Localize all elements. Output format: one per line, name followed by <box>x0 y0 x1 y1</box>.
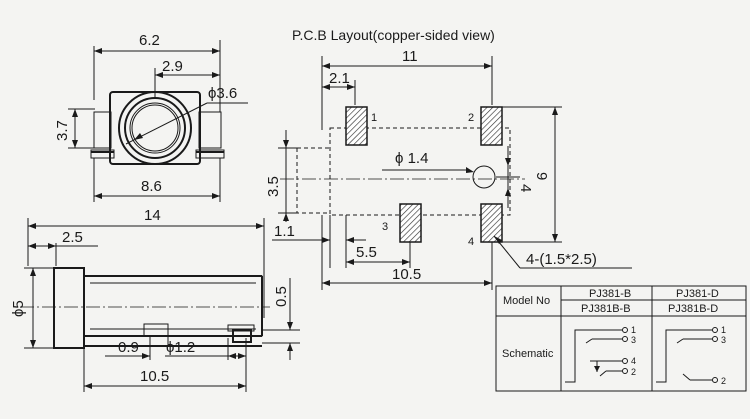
s-pin-4: 4 <box>631 356 636 366</box>
dim-8-6: 8.6 <box>141 178 162 195</box>
model-table: Model No PJ381-B PJ381B-B PJ381-D PJ381B… <box>495 285 747 392</box>
s-pin-2: 2 <box>631 367 636 377</box>
dim-5-5: 5.5 <box>356 244 377 261</box>
dim-6-2: 6.2 <box>139 32 160 49</box>
table-schematic-label: Schematic <box>502 348 554 360</box>
schematic-d: 1 3 2 <box>656 325 726 386</box>
dim-hole: ϕ 1.4 <box>395 150 428 167</box>
dim-0-9: 0.9 <box>118 339 139 356</box>
side-view: 14 2.5 ϕ5 0. <box>10 207 300 392</box>
table-col1-bottom: PJ381B-B <box>581 303 631 315</box>
pin-label-4: 4 <box>468 236 474 248</box>
pin-label-2: 2 <box>468 112 474 124</box>
d-pin-2: 2 <box>721 376 726 386</box>
dim-dia-3-6: ϕ3.6 <box>208 85 237 102</box>
s-pin-3: 3 <box>631 335 636 345</box>
dim-pad-size: 4-(1.5*2.5) <box>526 251 597 268</box>
dim-1-1: 1.1 <box>274 223 295 240</box>
pin-label-3: 3 <box>382 221 388 233</box>
pin-label-1: 1 <box>371 112 377 124</box>
table-model-label: Model No <box>503 295 550 307</box>
dim-10-5-pcb: 10.5 <box>392 266 421 283</box>
pad-4 <box>480 203 503 243</box>
table-col2-top: PJ381-D <box>676 288 719 300</box>
dim-dia-5: ϕ5 <box>10 300 27 317</box>
dim-2-1: 2.1 <box>329 70 350 87</box>
table-col2-bottom: PJ381B-D <box>668 303 718 315</box>
top-view: 6.2 2.9 ϕ3.6 3.7 8 <box>54 32 248 202</box>
dim-0-5: 0.5 <box>273 286 290 307</box>
pcb-title: P.C.B Layout(copper-sided view) <box>292 27 495 43</box>
dim-14: 14 <box>144 207 161 224</box>
pad-1 <box>345 106 368 146</box>
s-pin-1: 1 <box>631 325 636 335</box>
d-pin-1: 1 <box>721 325 726 335</box>
table-col1-top: PJ381-B <box>589 288 631 300</box>
pcb-layout: P.C.B Layout(copper-sided view) 11 2.1 1… <box>265 27 632 290</box>
dim-9: 9 <box>533 172 550 180</box>
dim-3-7: 3.7 <box>54 120 71 141</box>
d-pin-3: 3 <box>721 335 726 345</box>
pad-2 <box>480 106 503 146</box>
schematic-b: 1 3 4 2 <box>565 325 636 383</box>
dim-2-5: 2.5 <box>62 229 83 246</box>
pad-3 <box>399 203 422 243</box>
dim-2-9: 2.9 <box>162 58 183 75</box>
dim-11: 11 <box>402 48 418 65</box>
dim-10-5-side: 10.5 <box>140 368 169 385</box>
dim-3-5: 3.5 <box>265 176 282 197</box>
dim-dia-1-2: ϕ1.2 <box>166 339 195 356</box>
dim-4-right: 4 <box>517 184 534 192</box>
